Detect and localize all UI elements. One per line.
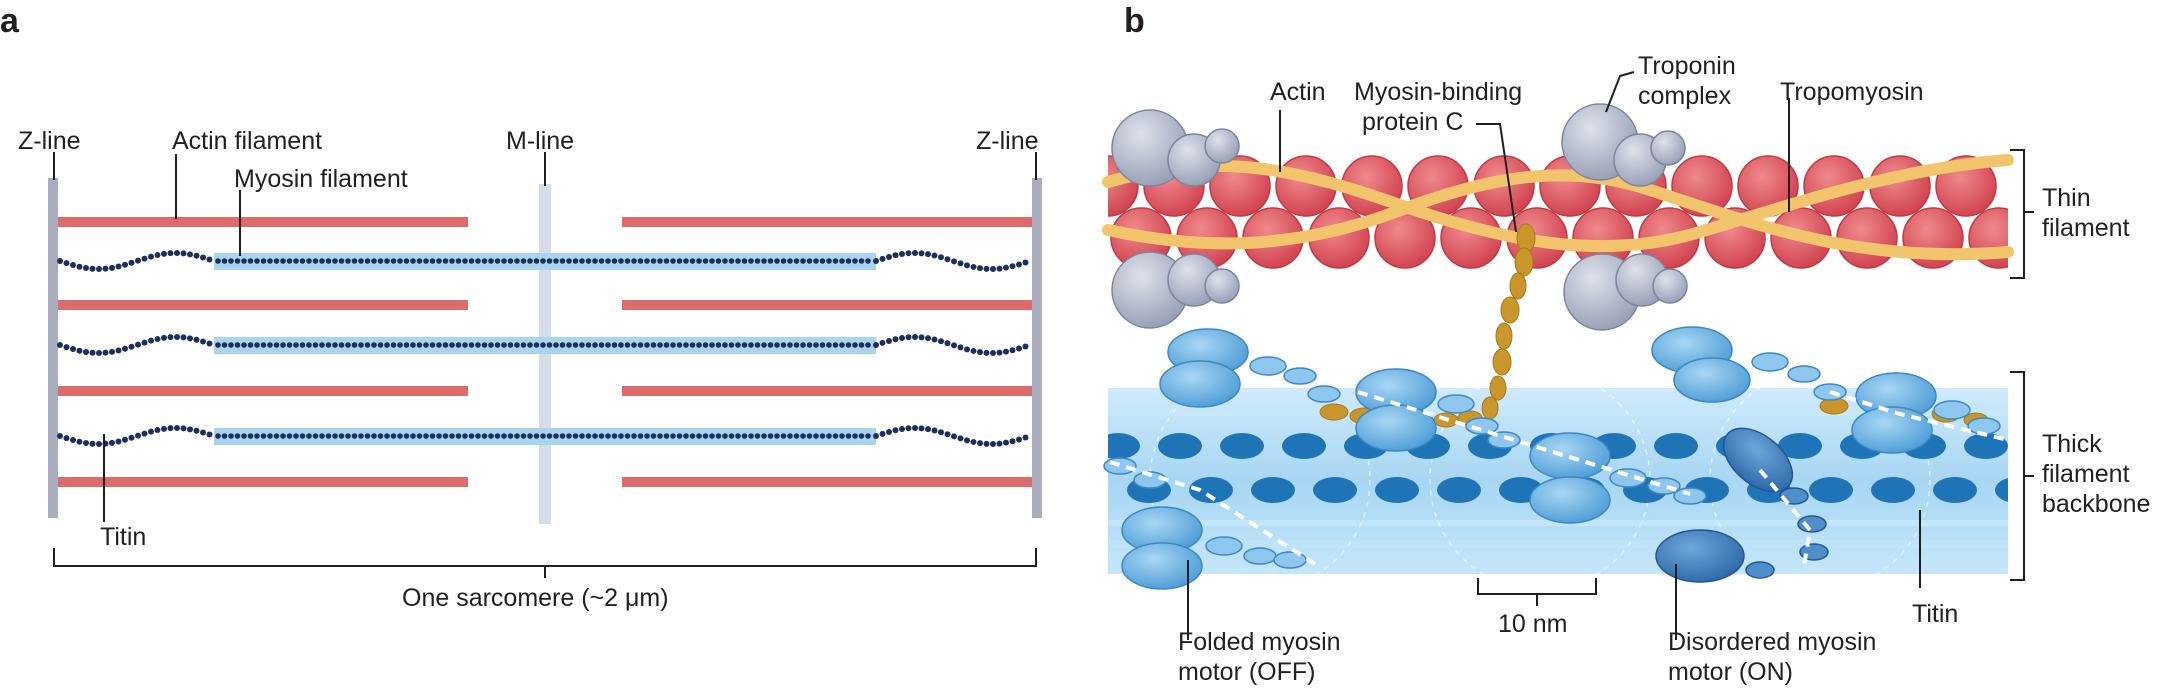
thick-filament-bracket [2010,371,2025,581]
thin-filament-label-line1: Thin [2042,184,2091,212]
myosin-heads-disordered [1655,427,1829,583]
panel-a-letter: a [0,2,20,40]
z-line-left-label: Z-line [18,127,81,155]
troponin-label-line1: Troponin [1638,52,1736,80]
titin-label-a: Titin [100,523,146,551]
myosin-filament-label: Myosin filament [234,165,408,193]
mybpc-label-line1: Myosin-binding [1354,78,1522,106]
panel-b-letter: b [1124,2,1145,40]
troponin-complexes [1111,103,1688,331]
tropomyosin-strand-1 [1102,154,2014,253]
panel-a-diagram [48,152,1042,578]
titin-label-b: Titin [1912,600,1958,628]
sarcomere-label: One sarcomere (~2 μm) [402,584,669,612]
mybpc-label-line2: protein C [1362,108,1463,136]
thin-filament-bracket [2010,149,2025,279]
scale-bar [1477,578,1597,595]
z-line-right-bar [1032,178,1042,518]
folded-myosin-label-line2: motor (OFF) [1178,658,1316,686]
thick-filament-label-line3: backbone [2042,490,2150,518]
z-line-right-label: Z-line [976,127,1039,155]
scale-bar-label: 10 nm [1498,610,1567,638]
folded-myosin-label-line1: Folded myosin [1178,628,1341,656]
tropomyosin-label: Tropomyosin [1780,78,1924,106]
thin-filament [1102,154,2014,269]
titin-filaments [57,250,1029,447]
disordered-myosin-label-line2: motor (ON) [1668,658,1793,686]
z-line-left-bar [48,178,58,518]
panel-b-leaders [1187,71,1921,640]
actin-label: Actin [1270,78,1326,106]
m-line-label: M-line [506,127,574,155]
thick-filament-label-line2: filament [2042,460,2130,488]
sarcomere-bracket [53,548,1037,567]
actin-filaments [58,217,1032,487]
troponin-label-line2: complex [1638,82,1732,110]
thin-filament-label-line2: filament [2042,214,2130,242]
actin-filament-label: Actin filament [172,127,322,155]
tropomyosin-strand-2 [1102,169,2014,261]
thick-filament-label-line1: Thick [2042,430,2102,458]
myosin-s2-dashes [1109,390,2009,568]
myosin-heads-folded [1103,326,2001,590]
disordered-myosin-label-line1: Disordered myosin [1668,628,1876,656]
